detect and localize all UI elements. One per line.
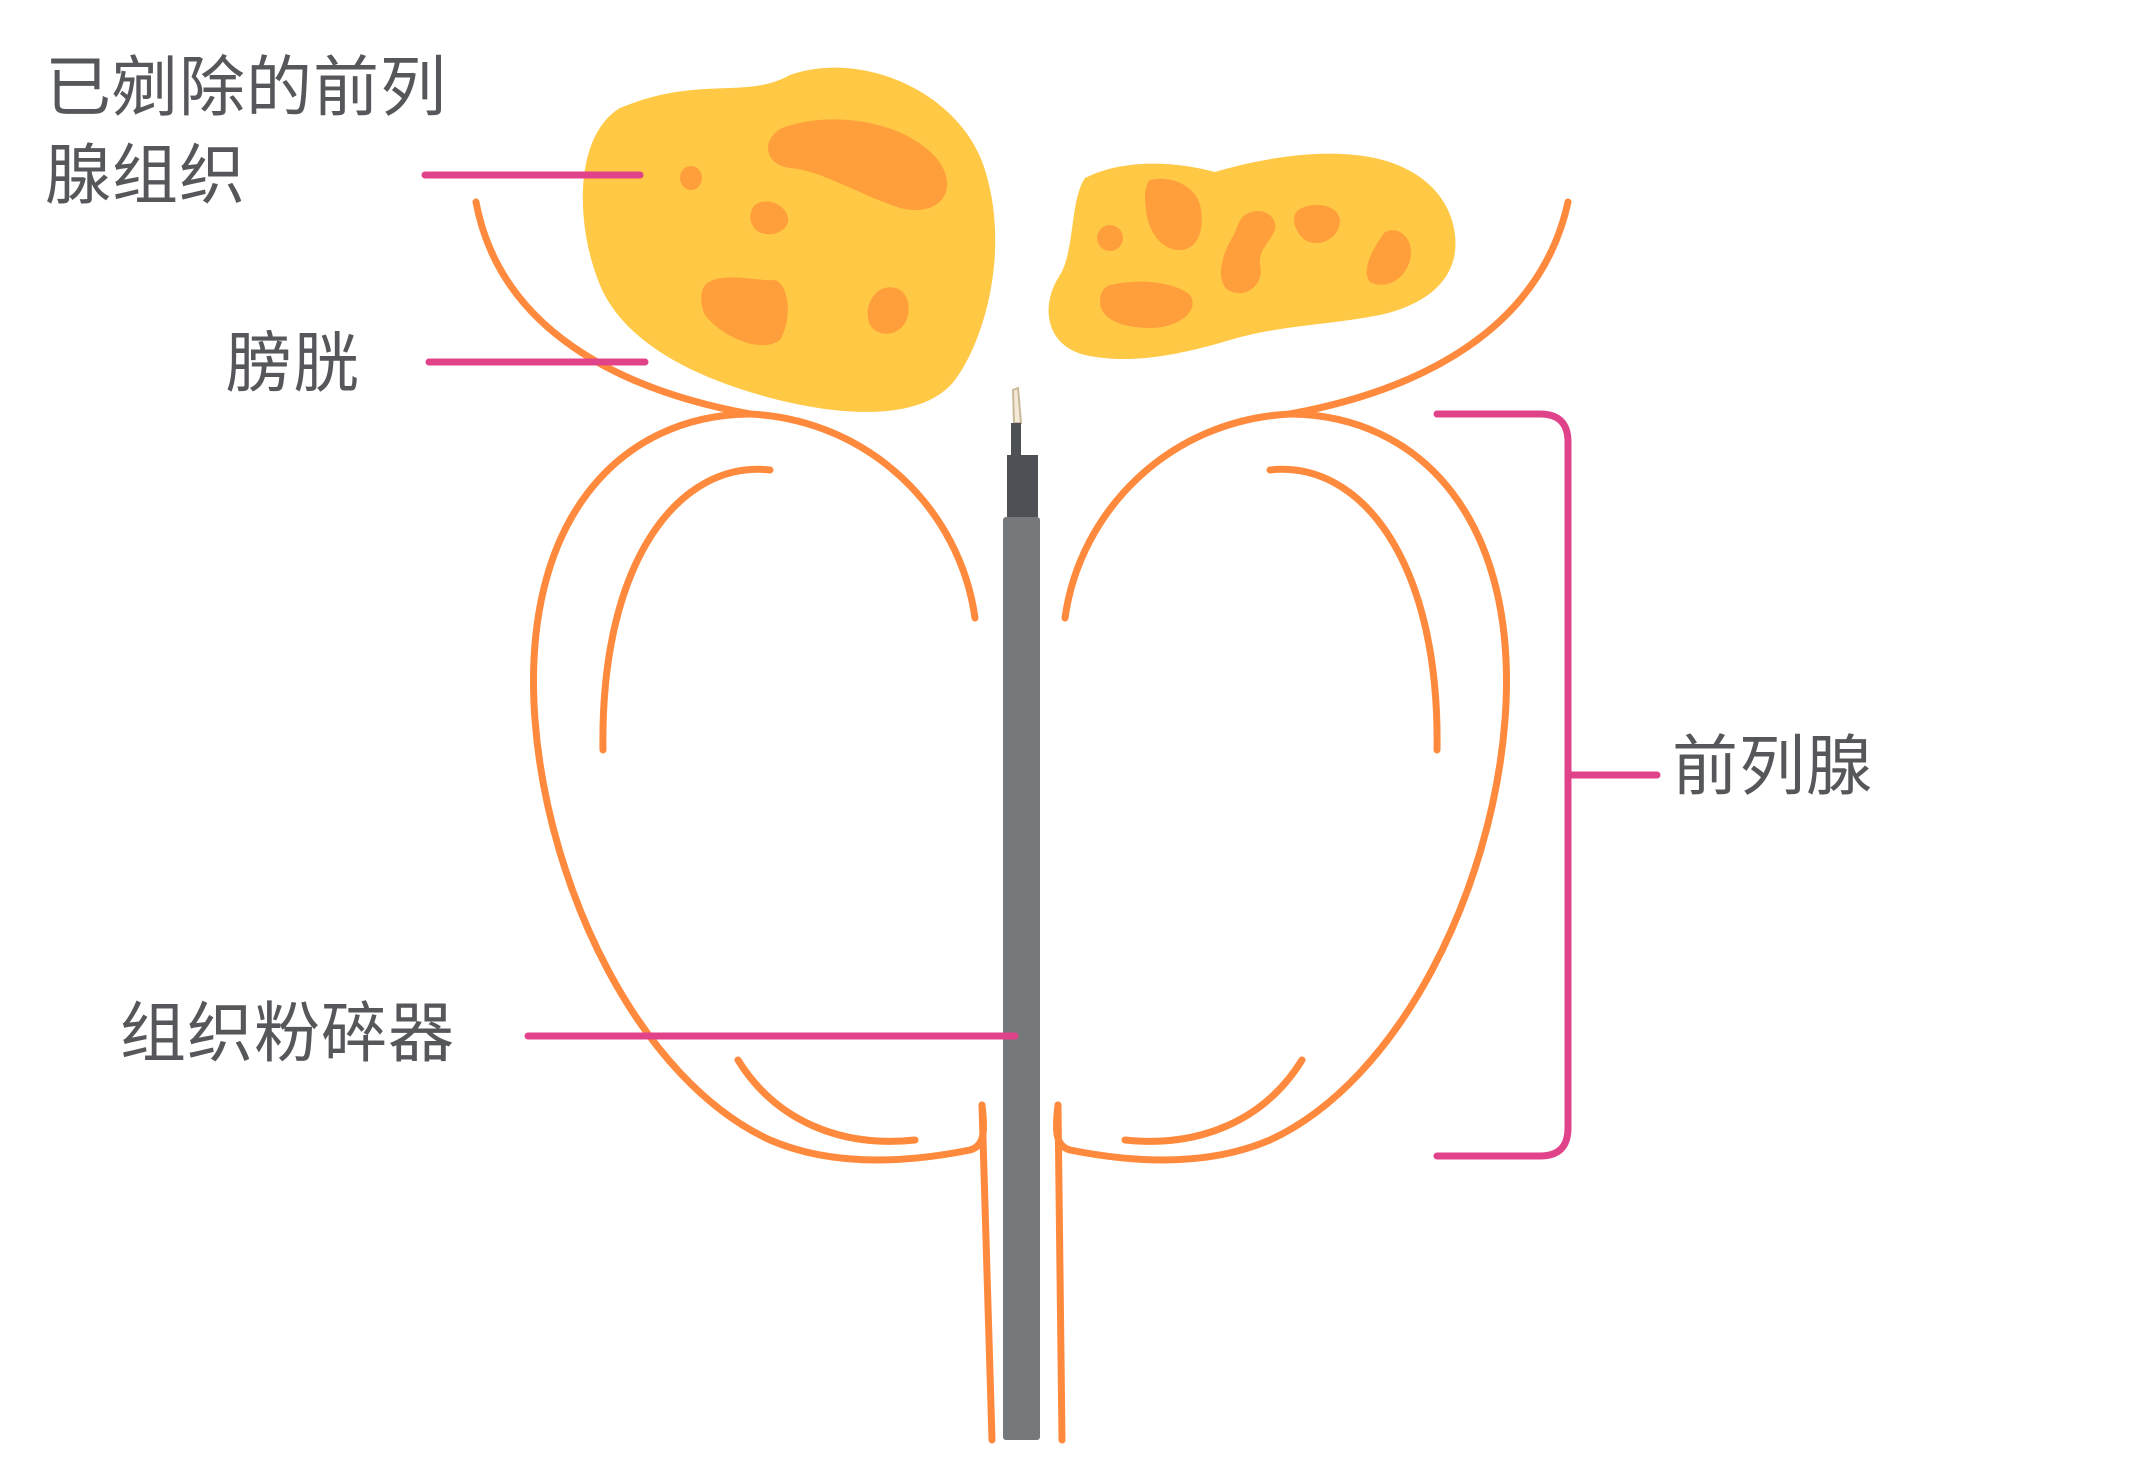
morcellator-label: 组织粉碎器 (120, 995, 455, 1072)
resected-tissue-right (1048, 153, 1456, 360)
bladder-label: 膀胱 (226, 325, 360, 402)
morcellator-instrument (1003, 386, 1040, 1440)
prostate-label: 前列腺 (1672, 728, 1873, 805)
resected-tissue-label-line1: 已剜除的前列 (45, 49, 447, 126)
leader-lines (421, 171, 1019, 1040)
prostate-bracket (1433, 410, 1661, 1160)
prostate-outline (530, 410, 1510, 1444)
resected-tissue-label-line2: 腺组织 (45, 137, 246, 214)
resected-tissue-label: 已剜除的前列 腺组织 (45, 44, 447, 220)
bladder-outline (472, 198, 1572, 418)
resected-tissue-left (582, 67, 996, 412)
